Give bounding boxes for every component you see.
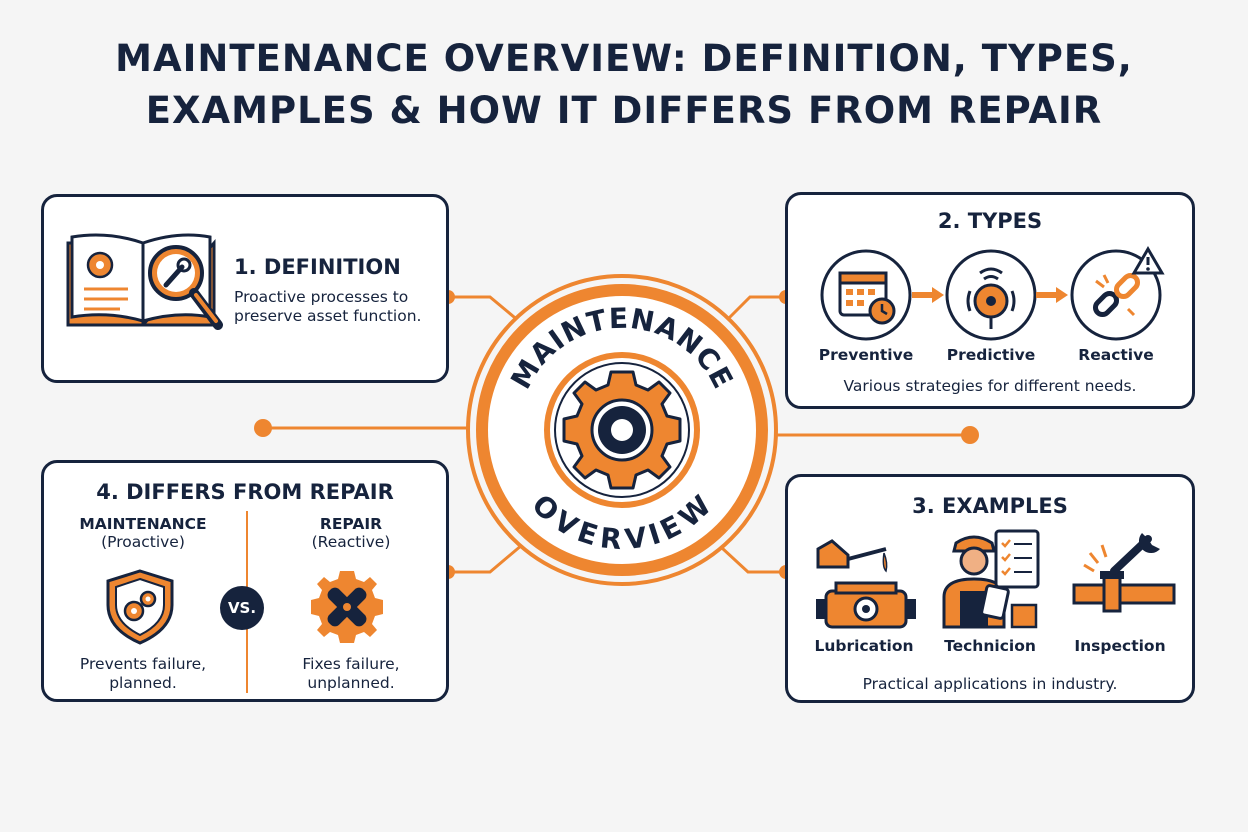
maintenance-overview-emblem: MAINTENANCE OVERVIEW: [466, 274, 778, 586]
examples-heading: 3. EXAMPLES: [912, 494, 1068, 518]
definition-text-line-1: Proactive processes to: [234, 288, 409, 306]
repair-desc-line-2: unplanned.: [307, 674, 395, 692]
definition-heading: 1. DEFINITION: [234, 255, 401, 279]
maintenance-subtitle: (Proactive): [101, 533, 185, 551]
types-icons: [820, 246, 1165, 341]
gear-icon: [562, 370, 682, 490]
types-card: 2. TYPES: [785, 192, 1195, 409]
examples-caption: Practical applications in industry.: [862, 675, 1118, 693]
technician-icon: [942, 529, 1040, 629]
differs-card: 4. DIFFERS FROM REPAIR MAINTENANCE (Proa…: [41, 460, 449, 702]
types-heading: 2. TYPES: [937, 209, 1043, 233]
maintenance-desc-line-2: planned.: [109, 674, 177, 692]
broken-chain-icon: [1070, 246, 1165, 341]
repair-desc-line-1: Fixes failure,: [302, 655, 400, 673]
maintenance-desc-line-1: Prevents failure,: [79, 655, 207, 673]
sensor-icon: [945, 249, 1037, 341]
repair-title: REPAIR: [319, 515, 383, 533]
maintenance-title: MAINTENANCE: [79, 515, 207, 533]
differs-heading: 4. DIFFERS FROM REPAIR: [96, 480, 394, 504]
definition-card: 1. DEFINITION Proactive processes to pre…: [41, 194, 449, 383]
type-label-preventive: Preventive: [818, 346, 914, 364]
oil-can-icon: [816, 539, 916, 629]
repair-subtitle: (Reactive): [311, 533, 391, 551]
type-label-reactive: Reactive: [1078, 346, 1154, 364]
definition-text-line-2: preserve asset function.: [234, 307, 422, 325]
book-magnifier-icon: [66, 233, 223, 330]
types-caption: Various strategies for different needs.: [843, 377, 1137, 395]
example-label-technician: Technicion: [944, 637, 1036, 655]
page-title-line-1: MAINTENANCE OVERVIEW: DEFINITION, TYPES,: [115, 37, 1133, 80]
example-label-lubrication: Lubrication: [814, 637, 914, 655]
connector-dot: [254, 419, 272, 437]
type-label-predictive: Predictive: [946, 346, 1036, 364]
connector-dot: [961, 426, 979, 444]
page-title-line-2: EXAMPLES & HOW IT DIFFERS FROM REPAIR: [145, 89, 1103, 132]
examples-icons: [816, 529, 1176, 629]
examples-card: 3. EXAMPLES: [785, 474, 1195, 703]
example-label-inspection: Inspection: [1074, 637, 1166, 655]
shield-gears-icon: [106, 569, 174, 645]
wrench-pipe-icon: [1072, 533, 1176, 613]
vs-badge: VS.: [220, 586, 264, 630]
calendar-clock-icon: [820, 249, 912, 341]
broken-gear-icon: [311, 571, 383, 643]
